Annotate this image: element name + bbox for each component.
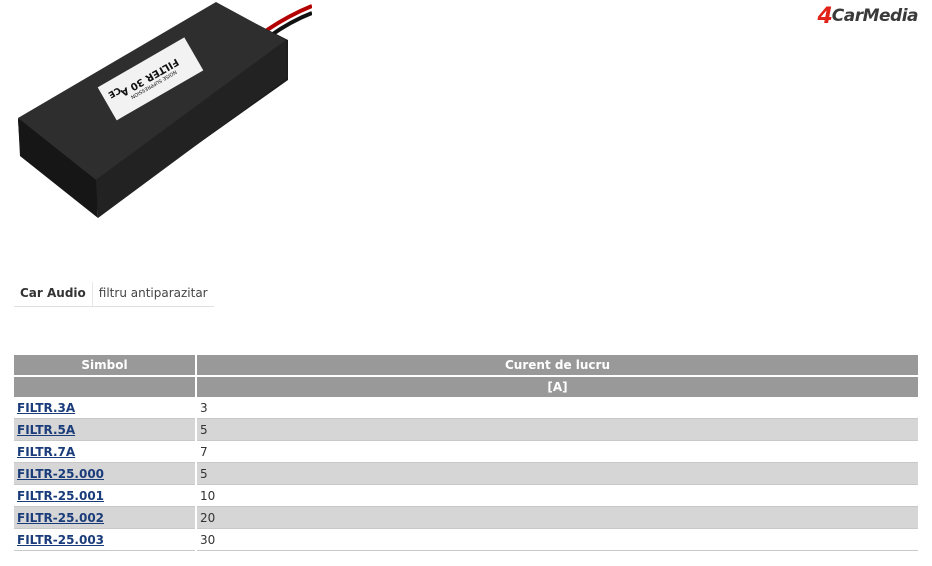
table-subheader-row: [A] [14,376,918,397]
product-table: Simbol Curent de lucru [A] FILTR.3A 3 FI… [14,355,918,551]
header-current: Curent de lucru [196,355,918,377]
table-row: FILTR-25.001 10 [14,484,918,507]
brand-logo-mark: 4 [817,3,832,29]
symbol-link[interactable]: FILTR-25.003 [17,532,105,547]
table-row: FILTR-25.002 20 [14,506,918,529]
symbol-link[interactable]: FILTR.7A [17,444,76,459]
symbol-link[interactable]: FILTR.5A [17,422,76,437]
current-value: 7 [196,440,918,463]
brand-logo-name: CarMedia [831,6,919,26]
table-row: FILTR.5A 5 [14,418,918,441]
table-header-row: Simbol Curent de lucru [14,355,918,377]
symbol-link[interactable]: FILTR-25.001 [17,488,105,503]
table-row: FILTR.3A 3 [14,397,918,419]
header-symbol: Simbol [14,355,197,377]
table-row: FILTR-25.000 5 [14,462,918,485]
symbol-link[interactable]: FILTR.3A [17,400,76,415]
category-label: Car Audio [14,282,93,306]
symbol-link[interactable]: FILTR-25.000 [17,466,105,481]
table-row: FILTR-25.003 30 [14,528,918,551]
current-value: 20 [196,506,918,529]
category-value: filtru antiparazitar [98,286,208,300]
table-row: FILTR.7A 7 [14,440,918,463]
symbol-link[interactable]: FILTR-25.002 [17,510,105,525]
header-symbol-unit [14,376,197,397]
product-image: NOISE SUPPRESSION FILTER 30 A CE [18,2,312,218]
category-info: Car Audio filtru antiparazitar [14,282,214,307]
header-current-unit: [A] [196,376,918,397]
brand-logo: 4 CarMedia [817,3,919,29]
current-value: 5 [196,462,918,485]
current-value: 10 [196,484,918,507]
current-value: 3 [196,397,918,419]
current-value: 30 [196,528,918,551]
current-value: 5 [196,418,918,441]
